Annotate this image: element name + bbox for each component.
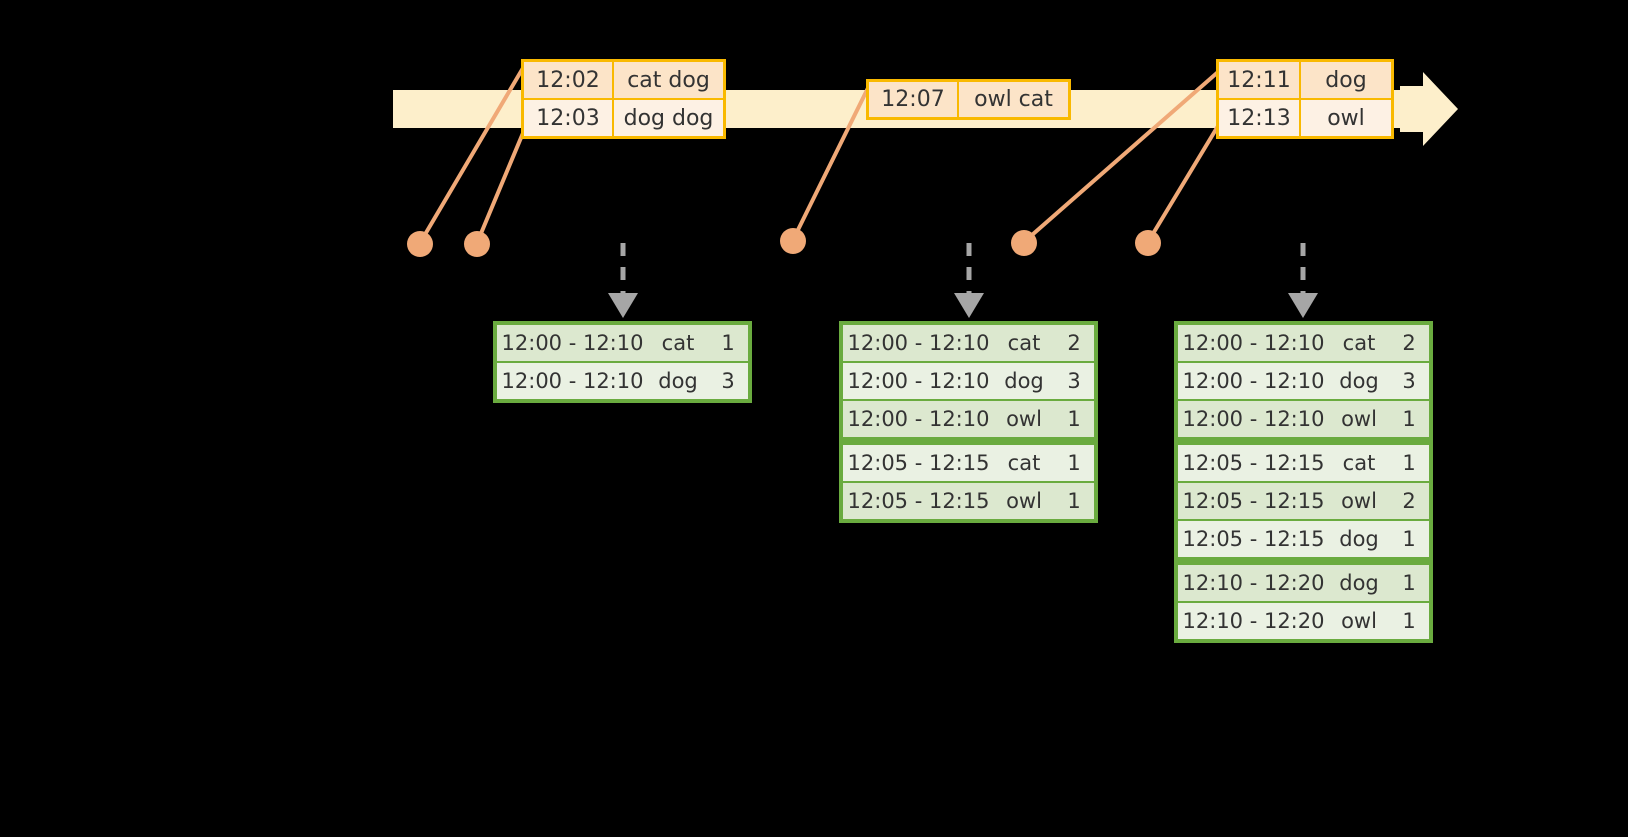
event-time: 12:07 (869, 82, 959, 117)
cell-window: 12:05 - 12:15 (1178, 521, 1329, 557)
cell-word: owl (1331, 483, 1387, 519)
cell-word: dog (650, 363, 706, 399)
event-value: owl (1327, 105, 1365, 131)
event-time: 12:11 (1219, 62, 1301, 98)
event-dot-3 (780, 228, 806, 254)
cell-count: 3 (1054, 363, 1094, 399)
event-row[interactable]: 12:07 owl cat (869, 82, 1068, 117)
cell-word: dog (996, 363, 1052, 399)
cell-count: 1 (1389, 603, 1429, 639)
event-row[interactable]: 12:13 owl (1219, 98, 1391, 136)
cell-window: 12:05 - 12:15 (843, 483, 994, 519)
table-group-divider (843, 439, 1094, 443)
table-group-divider (1178, 559, 1429, 563)
cell-count: 2 (1054, 325, 1094, 361)
cell-window: 12:05 - 12:15 (1178, 445, 1329, 481)
event-dot-2 (464, 231, 490, 257)
event-value: dog dog (623, 105, 714, 131)
event-group-2[interactable]: 12:07 owl cat (866, 79, 1071, 120)
cell-count: 3 (1389, 363, 1429, 399)
cell-word: owl (1331, 603, 1387, 639)
event-row[interactable]: 12:03 dog dog (524, 98, 723, 136)
cell-word: owl (1331, 401, 1387, 437)
cell-count: 1 (1389, 401, 1429, 437)
cell-count: 1 (1054, 445, 1094, 481)
cell-count: 1 (708, 325, 748, 361)
event-value: cat dog (627, 67, 710, 93)
event-dot-1 (407, 231, 433, 257)
cell-window: 12:00 - 12:10 (843, 401, 994, 437)
event-row[interactable]: 12:02 cat dog (524, 62, 723, 98)
event-time: 12:13 (1219, 100, 1301, 136)
event-dot-5 (1135, 230, 1161, 256)
cell-window: 12:00 - 12:10 (843, 325, 994, 361)
cell-count: 1 (1389, 521, 1429, 557)
cell-window: 12:05 - 12:15 (1178, 483, 1329, 519)
cell-word: owl (996, 483, 1052, 519)
cell-word: dog (1331, 565, 1387, 601)
cell-word: cat (1331, 445, 1387, 481)
cell-window: 12:10 - 12:20 (1178, 565, 1329, 601)
event-dot-4 (1011, 230, 1037, 256)
cell-count: 3 (708, 363, 748, 399)
cell-word: cat (1331, 325, 1387, 361)
connector-line-2 (475, 131, 525, 245)
cell-window: 12:00 - 12:10 (843, 363, 994, 399)
cell-window: 12:00 - 12:10 (497, 325, 648, 361)
cell-count: 1 (1389, 445, 1429, 481)
cell-word: cat (650, 325, 706, 361)
event-group-3[interactable]: 12:11 dog 12:13 owl (1216, 59, 1394, 139)
cell-window: 12:00 - 12:10 (497, 363, 648, 399)
event-time: 12:02 (524, 62, 614, 98)
cell-count: 1 (1054, 483, 1094, 519)
cell-word: owl (996, 401, 1052, 437)
cell-window: 12:05 - 12:15 (843, 445, 994, 481)
cell-word: cat (996, 325, 1052, 361)
cell-window: 12:00 - 12:10 (1178, 363, 1329, 399)
cell-count: 1 (1054, 401, 1094, 437)
cell-count: 2 (1389, 325, 1429, 361)
flow-arrow-head-2 (954, 293, 984, 318)
cell-window: 12:00 - 12:10 (1178, 325, 1329, 361)
event-value: dog (1325, 67, 1367, 93)
table-group-divider (1178, 439, 1429, 443)
connector-line-5 (1146, 124, 1220, 244)
cell-window: 12:10 - 12:20 (1178, 603, 1329, 639)
event-row[interactable]: 12:11 dog (1219, 62, 1391, 98)
cell-count: 2 (1389, 483, 1429, 519)
cell-window: 12:00 - 12:10 (1178, 401, 1329, 437)
flow-arrow-head-1 (608, 293, 638, 318)
event-value: owl cat (974, 87, 1053, 112)
cell-word: dog (1331, 363, 1387, 399)
cell-count: 1 (1389, 565, 1429, 601)
cell-word: dog (1331, 521, 1387, 557)
event-group-1[interactable]: 12:02 cat dog 12:03 dog dog (521, 59, 726, 139)
event-time: 12:03 (524, 100, 614, 136)
cell-word: cat (996, 445, 1052, 481)
flow-arrow-head-3 (1288, 293, 1318, 318)
